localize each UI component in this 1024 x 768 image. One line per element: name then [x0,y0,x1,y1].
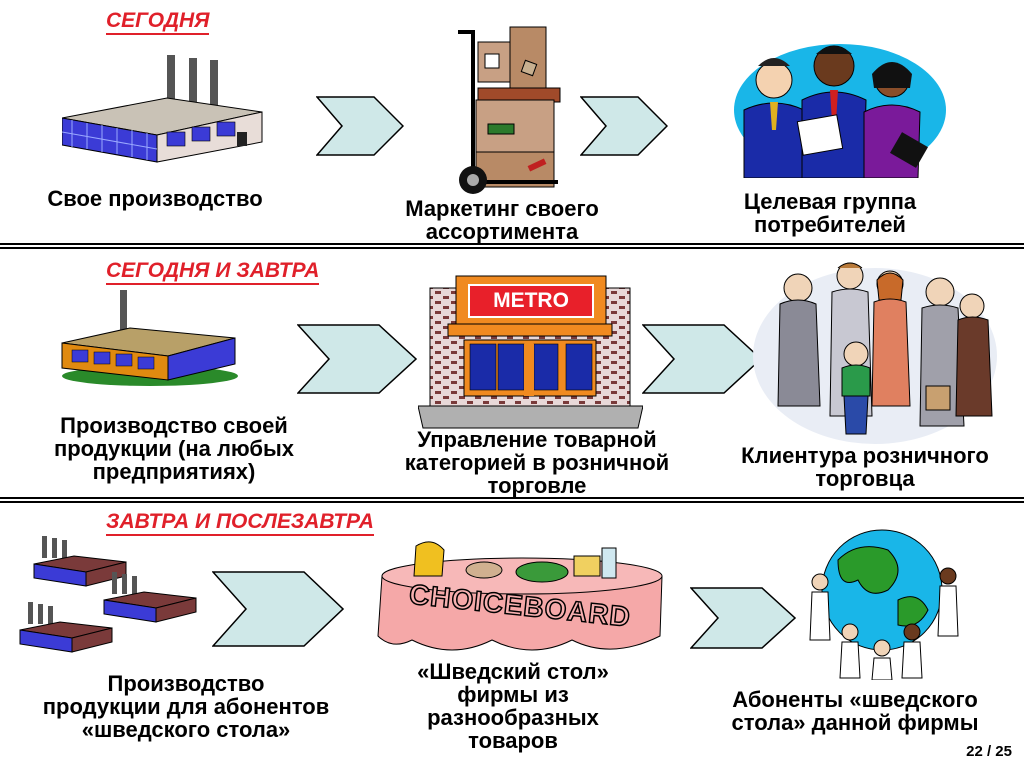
metro-store-icon: METRO [418,270,643,430]
globe-people-icon [809,529,959,680]
caption-company-buffet: «Шведский стол» фирмы из разнообразных т… [417,659,609,753]
crowd-icon [753,262,997,444]
section-label-today: СЕГОДНЯ [106,9,210,35]
caption-marketing: Маркетинг своего ассортимента [405,196,599,244]
factories-icon [19,536,197,653]
caption-category-management: Управление товарной категорией в розничн… [404,427,670,498]
section-divider [0,497,1024,503]
arrow-right-icon [212,571,344,647]
caption-buffet-subscribers: Абоненты «шведского стола» данной фирмы [731,687,979,735]
section-label-tomorrow-and-after: ЗАВТРА И ПОСЛЕЗАВТРА [106,510,374,536]
arrow-right-icon [642,324,762,394]
arrow-right-icon [297,324,417,394]
arrow-right-icon [580,96,668,156]
section-divider [0,243,1024,249]
consumer-group-icon [734,44,946,178]
factory-icon [61,290,238,386]
caption-target-group: Целевая группа потребителей [743,189,917,237]
caption-own-production: Свое производство [47,186,263,211]
choiceboard-table-icon: CHOICEBOARD [372,536,672,662]
factory-icon [62,55,263,163]
section-label-today-and-tomorrow: СЕГОДНЯ И ЗАВТРА [106,259,320,285]
caption-own-products-production: Производство своей продукции (на любых п… [53,413,295,484]
arrow-right-icon [316,96,404,156]
page-number: 22 / 25 [966,743,1012,760]
caption-production-for-subscribers: Производство продукции для абонентов «шв… [42,671,330,742]
arrow-right-icon [690,587,796,649]
caption-retail-clientele: Клиентура розничного торговца [741,443,989,491]
store-sign: METRO [468,284,594,318]
hand-truck-boxes-icon [458,26,561,194]
